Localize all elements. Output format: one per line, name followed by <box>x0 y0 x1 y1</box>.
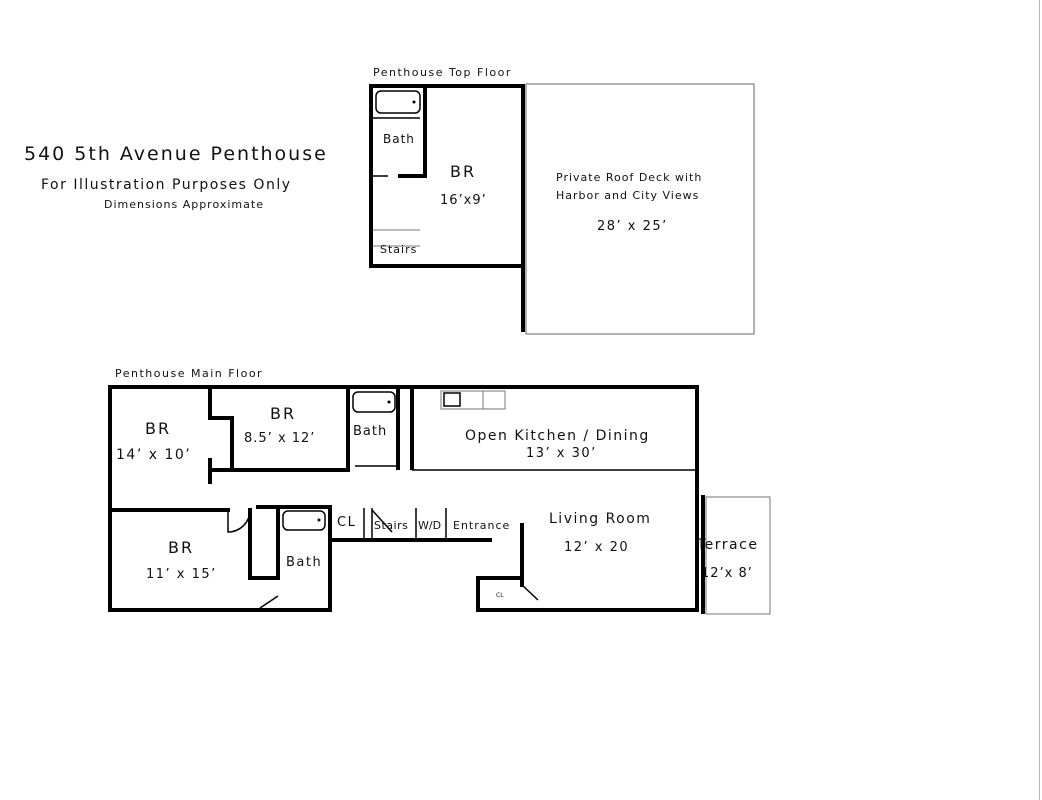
main-floor-heading: Penthouse Main Floor <box>115 367 263 380</box>
page-edge <box>1039 0 1040 800</box>
main-bathtub-2-icon <box>282 510 326 531</box>
terrace-outline <box>701 495 771 615</box>
top-bath-label: Bath <box>383 132 415 146</box>
br3-label: BR <box>168 538 194 557</box>
small-closet-label: CL <box>496 592 504 599</box>
top-floor-heading: Penthouse Top Floor <box>373 66 512 79</box>
top-bathtub-icon <box>375 90 421 114</box>
top-br-dim: 16’x9’ <box>440 193 487 208</box>
main-floor-walls <box>108 385 699 612</box>
kitchen-sink-icon <box>440 390 506 410</box>
roof-deck-line1: Private Roof Deck with <box>556 171 702 184</box>
top-floor-walls <box>369 84 525 332</box>
roof-deck-outline <box>525 83 755 335</box>
kitchen-label: Open Kitchen / Dining <box>465 428 650 444</box>
terrace-dim: 12’x 8’ <box>701 566 753 581</box>
main-bathtub-icon <box>352 391 396 413</box>
plan-note: Dimensions Approximate <box>104 198 264 211</box>
top-stairs-label: Stairs <box>380 243 417 256</box>
washer-dryer-label: W/D <box>418 519 441 532</box>
terrace-label: Terrace <box>696 537 758 553</box>
door-swings <box>227 509 539 609</box>
entrance-label: Entrance <box>453 519 510 532</box>
main-stairs-label: Stairs <box>374 519 408 532</box>
br1-dim: 14’ x 10’ <box>116 447 191 463</box>
br1-label: BR <box>145 419 171 438</box>
br2-label: BR <box>270 404 296 423</box>
br3-dim: 11’ x 15’ <box>146 567 217 582</box>
living-room-dim: 12’ x 20 <box>564 540 629 555</box>
br2-dim: 8.5’ x 12’ <box>244 431 315 446</box>
bath1-label: Bath <box>353 424 387 439</box>
bath2-label: Bath <box>286 555 322 570</box>
kitchen-dim: 13’ x 30’ <box>526 446 597 461</box>
plan-title: 540 5th Avenue Penthouse <box>24 143 328 165</box>
roof-deck-line2: Harbor and City Views <box>556 189 699 202</box>
top-br-label: BR <box>450 162 476 181</box>
living-room-label: Living Room <box>549 511 651 527</box>
plan-subtitle: For Illustration Purposes Only <box>41 177 292 193</box>
closet-label: CL <box>337 515 356 530</box>
roof-deck-dim: 28’ x 25’ <box>597 219 668 234</box>
